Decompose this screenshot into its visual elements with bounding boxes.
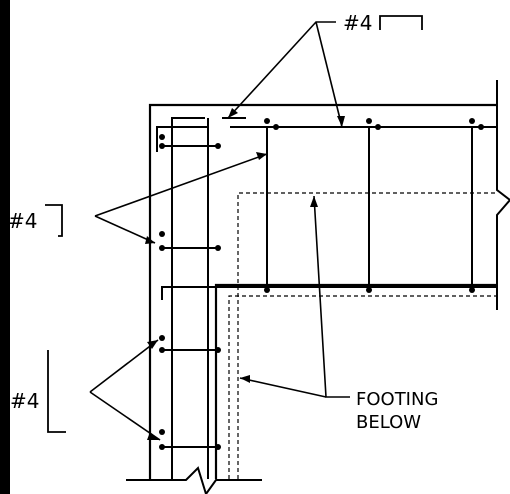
bottom-break-line	[126, 466, 262, 494]
right-break-line	[496, 80, 510, 310]
left-bar-label: #4	[8, 209, 37, 233]
top-bar-label: #4	[343, 11, 372, 35]
top-bar-shape	[379, 15, 423, 30]
bottom-bar-shape	[47, 350, 66, 433]
arrow-heads	[145, 108, 345, 440]
ties	[162, 145, 218, 448]
footing-label-line2: BELOW	[356, 412, 421, 433]
outer-edge	[148, 103, 497, 479]
inner-edge	[214, 283, 497, 479]
slab-ties	[266, 127, 473, 290]
footing-leader	[313, 195, 350, 398]
bar-shape-markers	[45, 15, 423, 433]
left-border	[0, 0, 10, 494]
leader-lines	[89, 21, 350, 441]
rebar-dots	[159, 118, 484, 450]
concrete-outline	[148, 103, 497, 479]
outer-hook-bar	[156, 126, 208, 152]
rebar-lines	[156, 117, 497, 479]
slab-bottom-bar	[161, 286, 497, 300]
bottom-bar-label: #4	[10, 389, 39, 413]
left-leader	[94, 153, 268, 217]
footing-outline	[228, 192, 497, 479]
left-bar-shape	[45, 204, 63, 237]
horizontal-top-bar	[171, 117, 205, 479]
bottom-leader	[89, 339, 159, 393]
footing-label-line1: FOOTING	[356, 389, 438, 410]
